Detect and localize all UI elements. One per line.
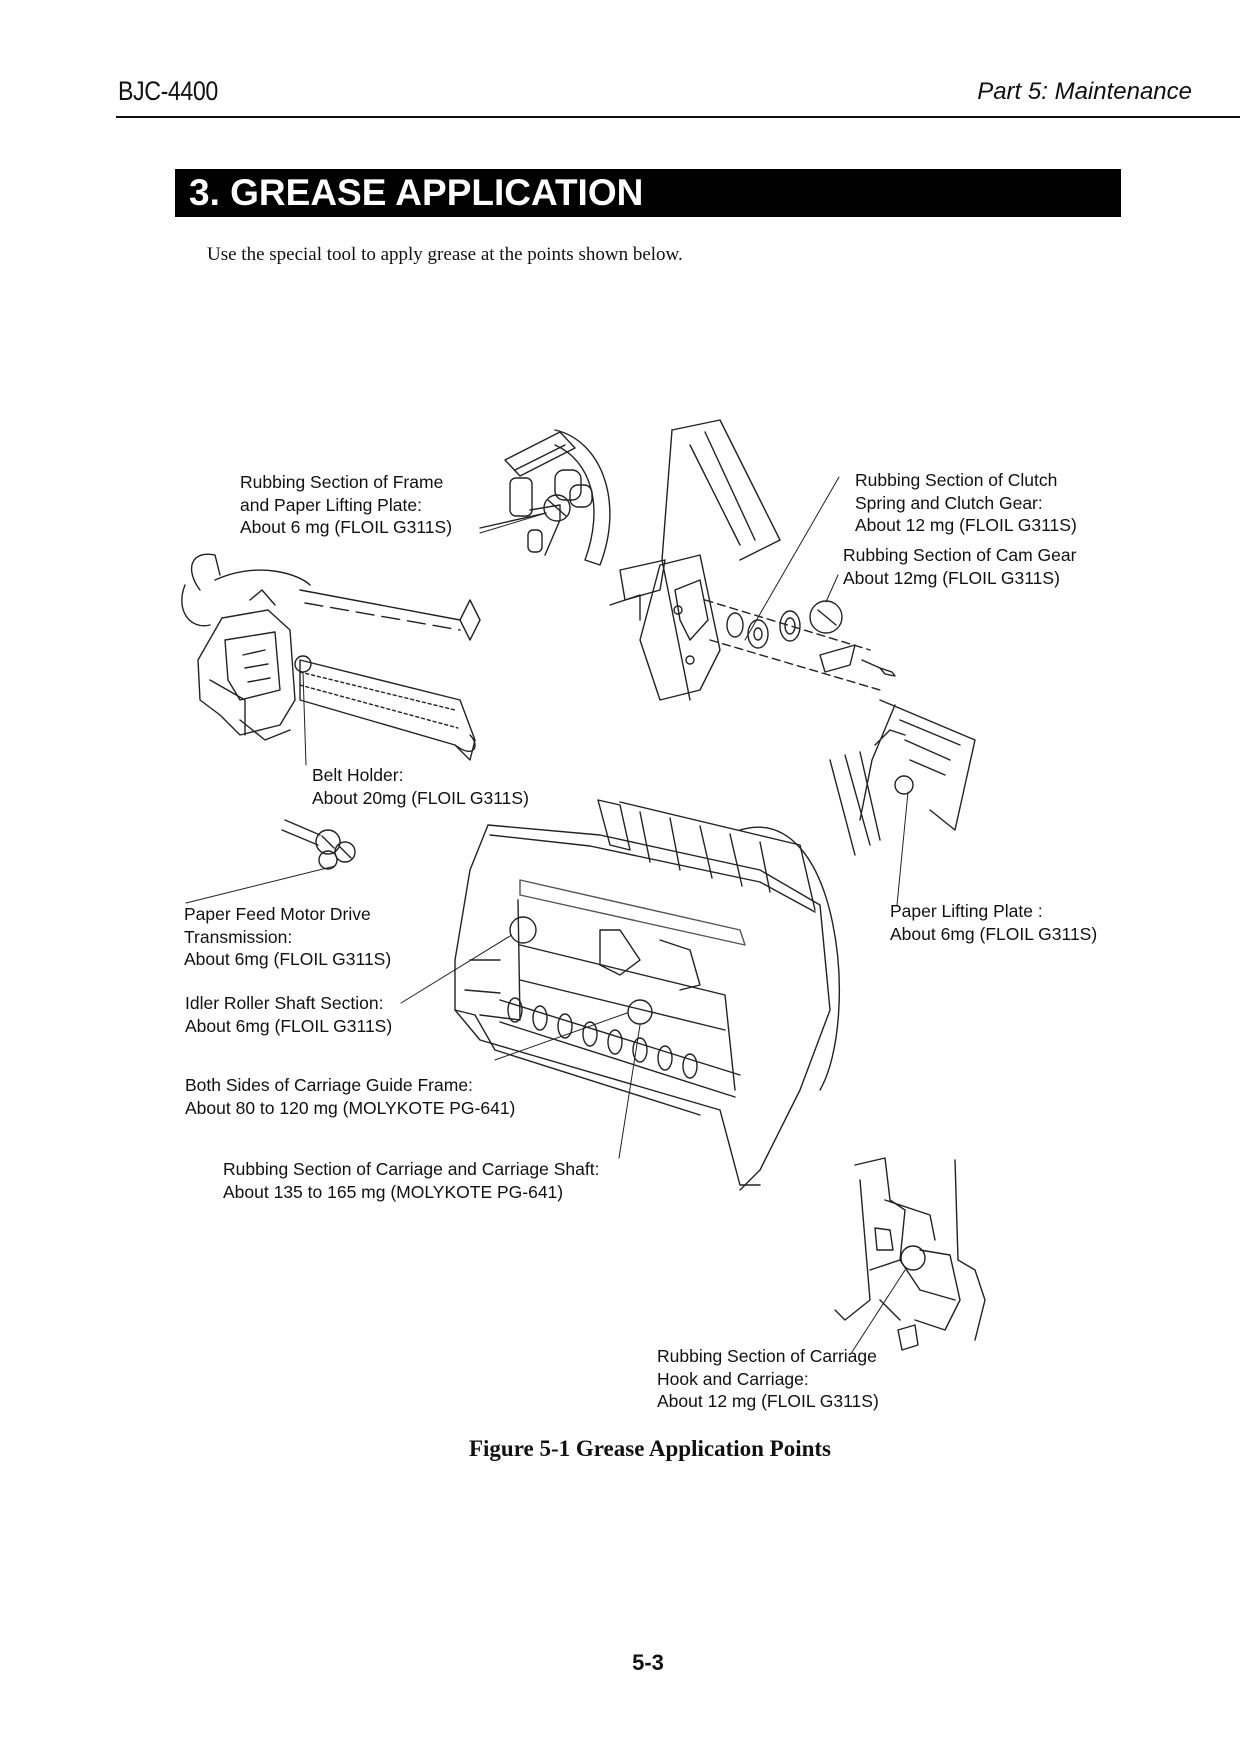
callout-line: About 12 mg (FLOIL G311S) [657,1391,879,1411]
callout-line: About 20mg (FLOIL G311S) [312,787,529,808]
section-heading-bar: 3. GREASE APPLICATION [175,169,1121,217]
section-title: 3. GREASE APPLICATION [189,172,644,213]
header-rule [116,116,1240,118]
callout-line: Paper Feed Motor Drive [184,904,371,924]
callout-line: Transmission: [184,926,293,947]
callout-line: About 12mg (FLOIL G311S) [843,567,1060,588]
callout-line: About 6mg (FLOIL G311S) [890,923,1098,944]
callout-paper-feed-motor: Paper Feed Motor Drive Transmission: Abo… [184,903,391,971]
paper-lifting-plate-detail [829,699,976,856]
callout-line: Rubbing Section of Cam Gear [843,545,1077,565]
callout-leader-lines [185,476,909,1353]
header-model: BJC-4400 [118,76,218,106]
figure-caption: Figure 5-1 Grease Application Points [468,1436,832,1461]
frame-lifting-plate-detail [479,429,611,566]
callout-carriage-hook: Rubbing Section of Carriage Hook and Car… [657,1345,879,1413]
carriage-hook-detail [834,1157,986,1351]
printer-body [454,799,840,1191]
header-part: Part 5: Maintenance [977,78,1192,105]
callout-line: About 12 mg (FLOIL G311S) [855,515,1077,535]
callout-line: About 6mg (FLOIL G311S) [185,1015,393,1036]
callout-line: Spring and Clutch Gear: [855,492,1043,513]
callout-line: Hook and Carriage: [657,1368,809,1389]
page-number: 5-3 [632,1650,664,1675]
belt-carriage-assembly [181,553,481,761]
callout-line: About 80 to 120 mg (MOLYKOTE PG-641) [185,1097,516,1118]
callout-carriage-guide-frame: Both Sides of Carriage Guide Frame: Abou… [185,1074,515,1119]
callout-line: Paper Lifting Plate : [890,901,1043,921]
callout-line: Rubbing Section of Frame [240,472,444,492]
callout-frame-lifting-plate: Rubbing Section of Frame and Paper Lifti… [240,471,452,539]
callout-cam-gear: Rubbing Section of Cam Gear About 12mg (… [843,544,1076,589]
callout-line: and Paper Lifting Plate: [240,494,422,515]
callout-line: About 6 mg (FLOIL G311S) [240,517,453,537]
callout-line: About 135 to 165 mg (MOLYKOTE PG-641) [223,1181,564,1202]
callout-line: About 6mg (FLOIL G311S) [184,949,392,969]
intro-text: Use the special tool to apply grease at … [207,244,683,265]
callout-line: Rubbing Section of Carriage and Carriage… [223,1159,600,1179]
callout-line: Belt Holder: [312,765,404,785]
callout-carriage-shaft: Rubbing Section of Carriage and Carriage… [223,1158,599,1203]
callout-line: Both Sides of Carriage Guide Frame: [185,1075,473,1095]
callout-line: Idler Roller Shaft Section: [185,993,384,1013]
callout-line: Rubbing Section of Carriage [657,1346,877,1366]
callout-belt-holder: Belt Holder: About 20mg (FLOIL G311S) [312,764,529,809]
callout-line: Rubbing Section of Clutch [855,470,1058,490]
paper-feed-motor-gears [281,819,356,870]
callout-idler-roller-shaft: Idler Roller Shaft Section: About 6mg (F… [185,992,392,1037]
callout-paper-lifting-plate: Paper Lifting Plate : About 6mg (FLOIL G… [890,900,1097,945]
callout-clutch-spring-gear: Rubbing Section of Clutch Spring and Clu… [855,469,1077,537]
